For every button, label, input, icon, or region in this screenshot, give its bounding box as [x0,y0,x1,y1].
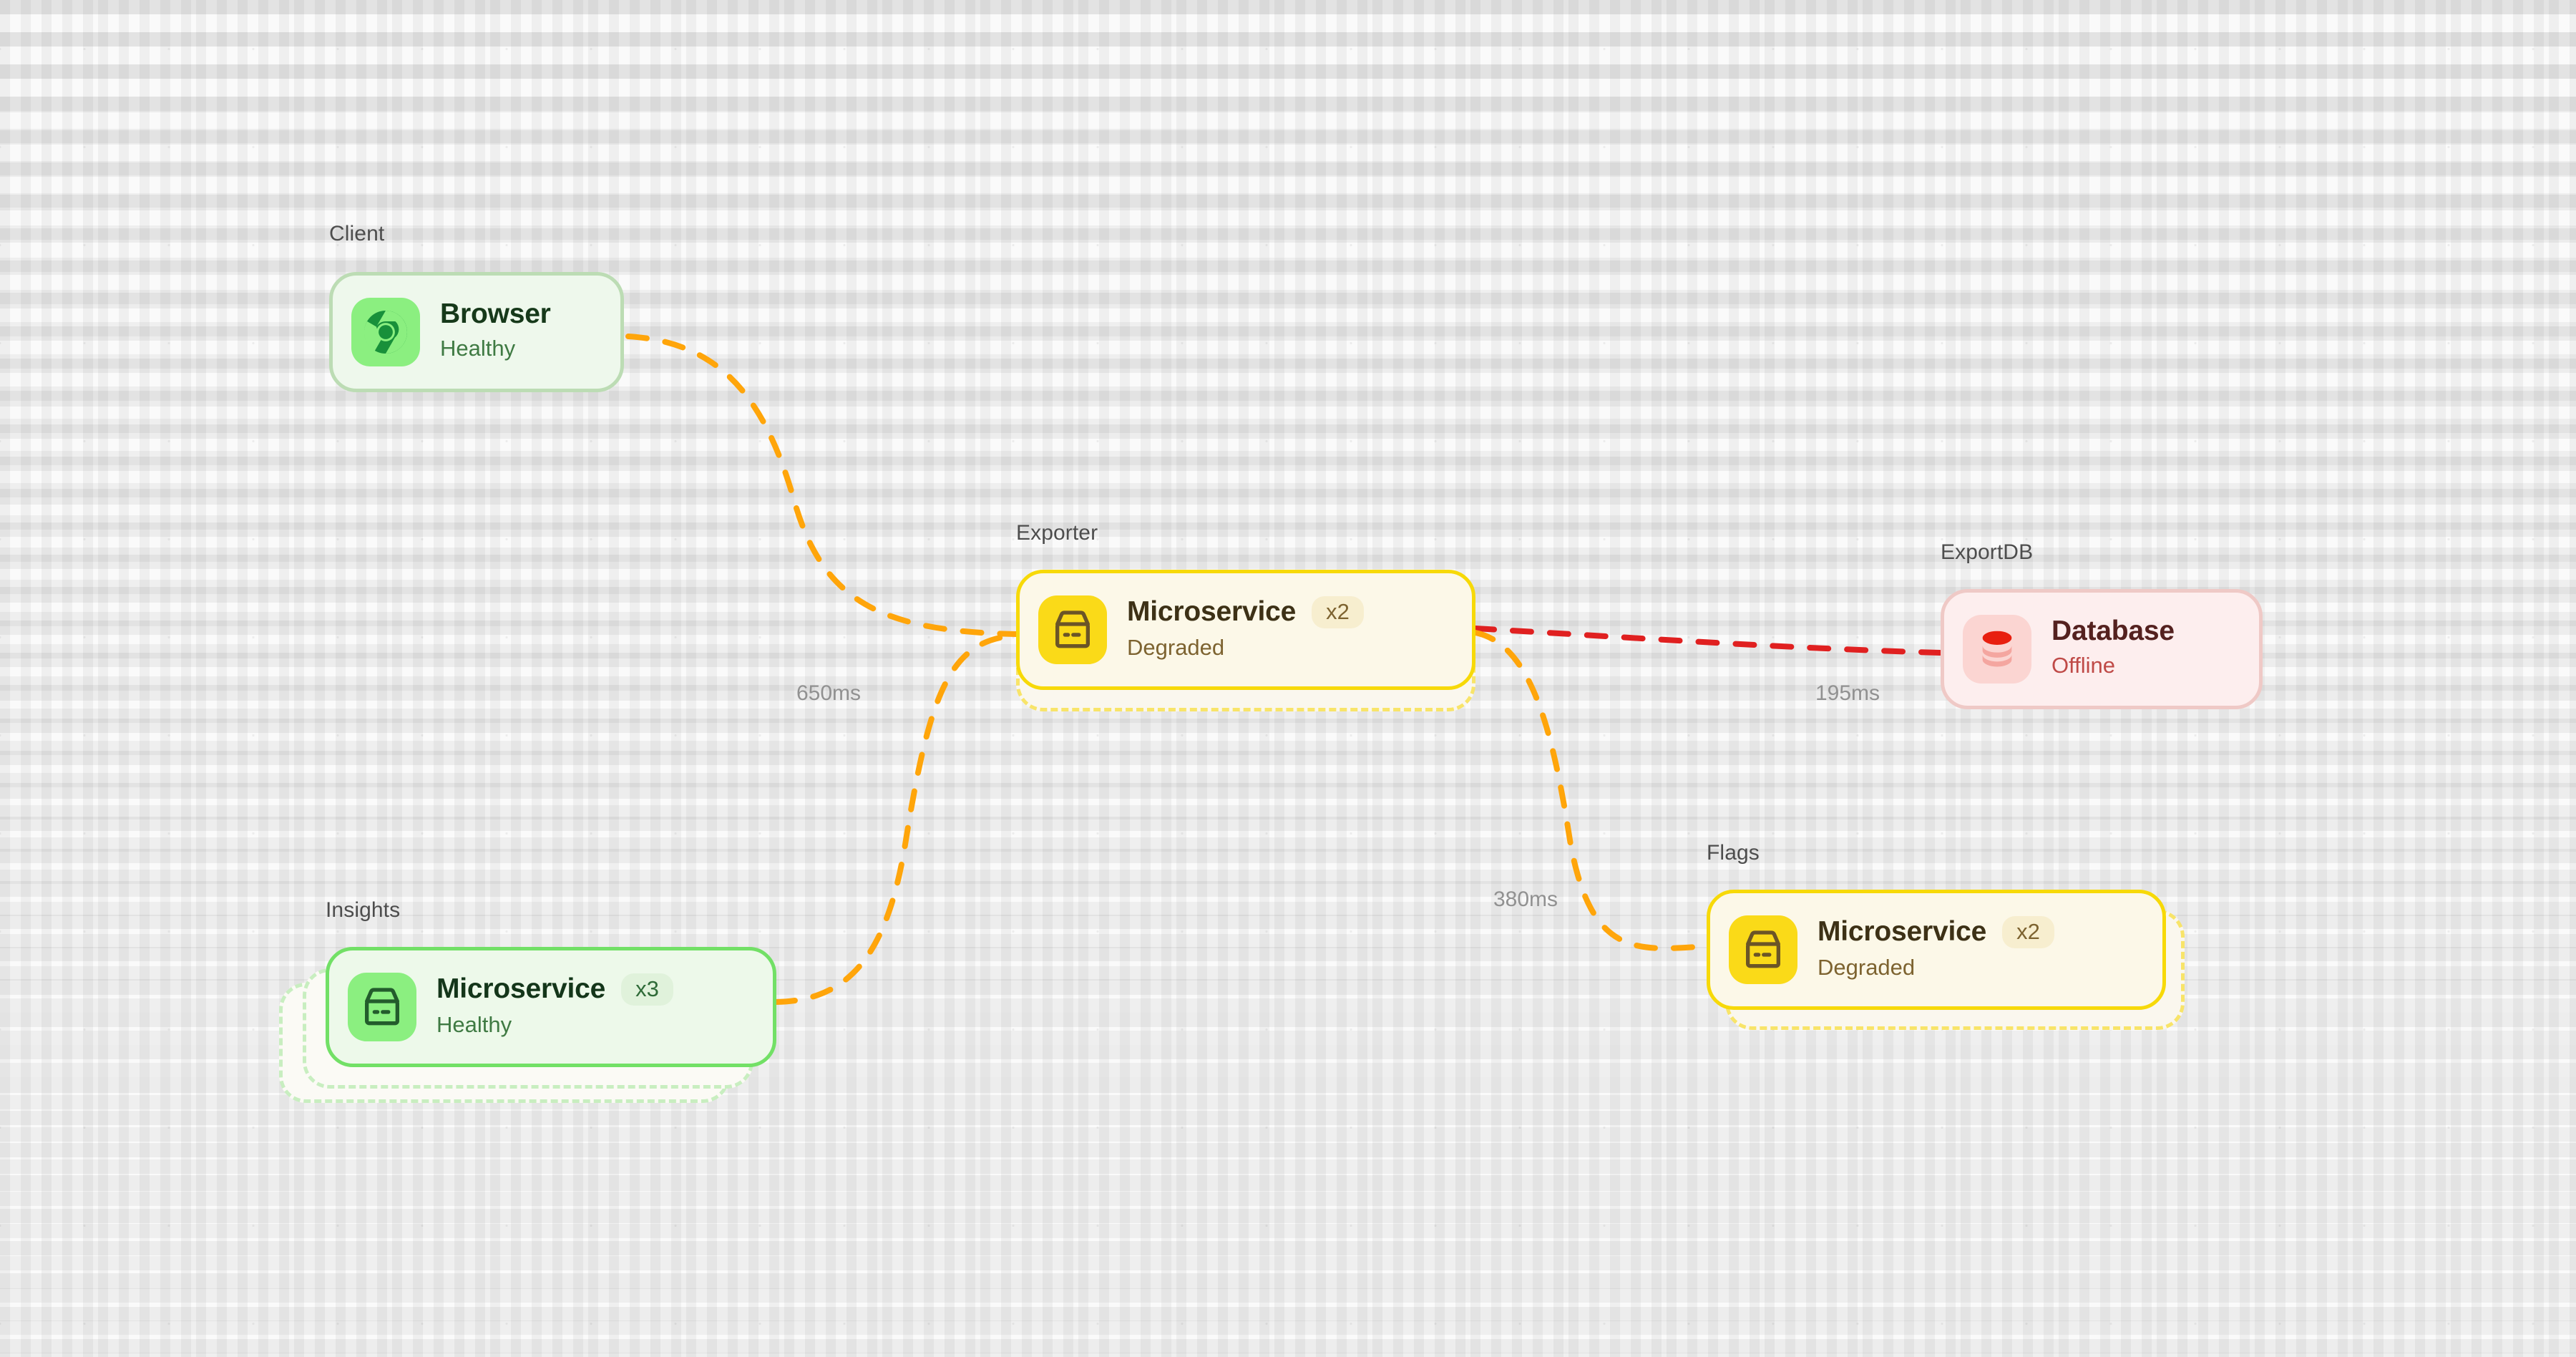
group-label-insights: Insights [326,898,401,922]
microservice-icon [1038,595,1107,664]
edge-exporter-exportdb [1473,626,1943,656]
node-card-exporter[interactable]: Microservice x2 Degraded [1016,570,1475,690]
node-title-browser: Browser [440,298,551,330]
replica-badge-insights: x3 [621,973,673,1006]
latency-label-exporter-exportdb: 195ms [1815,681,1880,705]
microservice-icon [1729,915,1797,984]
node-status-exportdb: Offline [2051,652,2116,678]
latency-label-exporter-flags: 380ms [1493,887,1558,911]
node-card-browser[interactable]: Browser Healthy [329,272,624,392]
chrome-icon [351,298,420,366]
edge-client-exporter [625,334,1019,637]
group-label-client: Client [329,222,385,245]
node-status-insights: Healthy [436,1011,512,1037]
node-title-exporter: Microservice [1127,596,1297,628]
node-card-exportdb[interactable]: Database Offline [1941,589,2263,709]
node-title-exportdb: Database [2051,616,2175,647]
replica-badge-exporter: x2 [1312,595,1364,628]
group-label-exporter: Exporter [1016,521,1098,545]
group-label-exportdb: ExportDB [1941,540,2034,564]
node-title-flags: Microservice [1818,916,1987,948]
node-card-insights[interactable]: Microservice x3 Healthy [326,947,776,1067]
node-status-browser: Healthy [440,335,516,361]
node-card-flags[interactable]: Microservice x2 Degraded [1707,890,2166,1010]
node-title-insights: Microservice [436,973,606,1005]
group-label-flags: Flags [1707,841,1760,865]
replica-badge-flags: x2 [2002,915,2054,948]
node-status-exporter: Degraded [1127,634,1225,660]
microservice-icon [348,973,416,1041]
node-status-flags: Degraded [1818,954,1916,980]
database-icon [1963,615,2031,684]
latency-label-client-exporter: 650ms [796,681,862,705]
